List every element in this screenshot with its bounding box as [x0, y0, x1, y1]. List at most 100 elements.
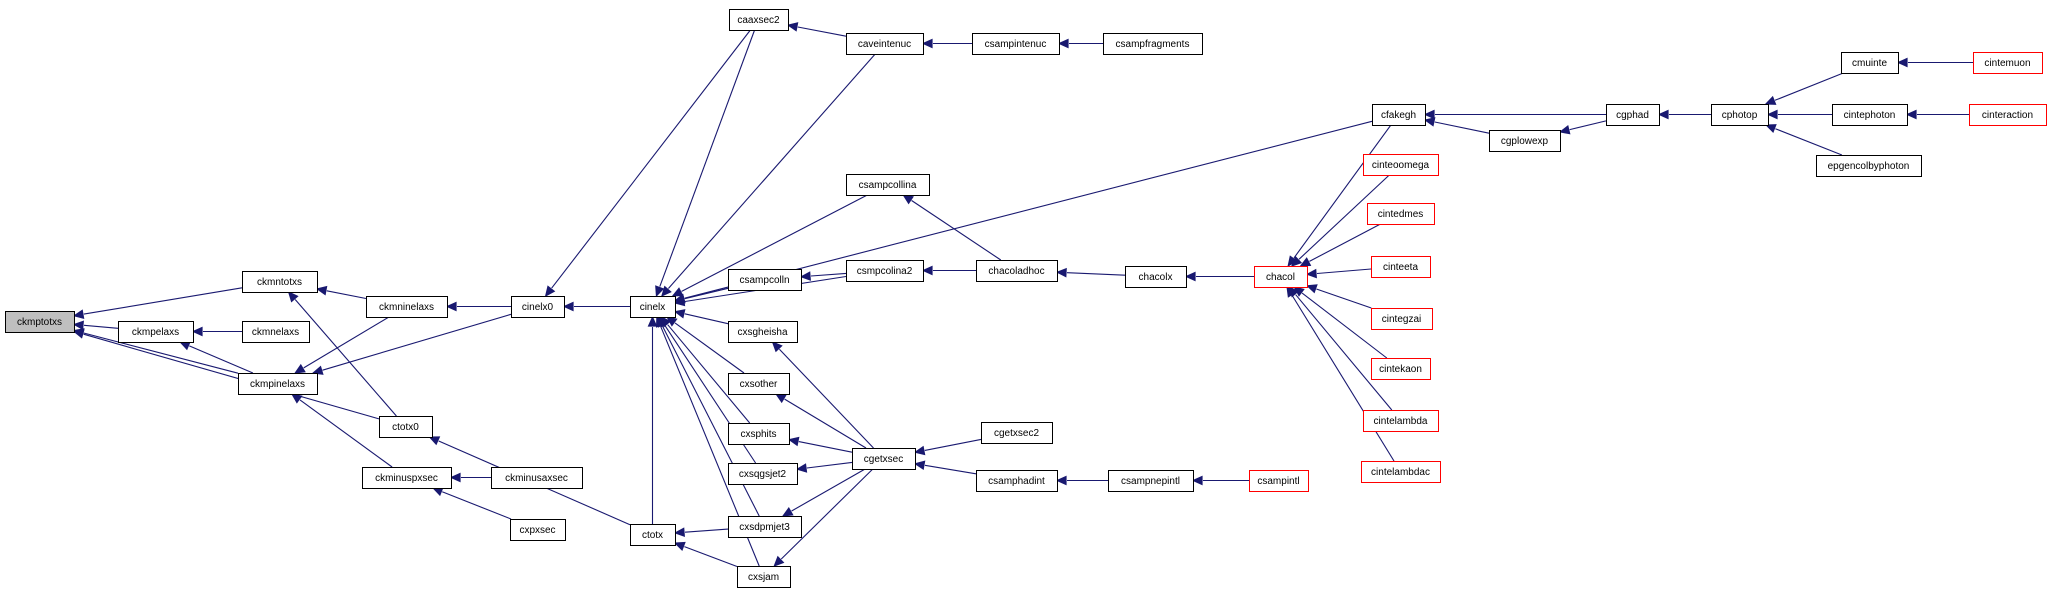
arrowhead — [655, 285, 665, 298]
node-box — [1841, 52, 1899, 74]
node-box — [366, 296, 448, 318]
node-cinelx[interactable]: cinelx — [630, 296, 676, 318]
arrowhead — [1305, 268, 1317, 279]
node-csampintl[interactable]: csampintl — [1249, 470, 1309, 492]
node-ckmntotxs[interactable]: ckmntotxs — [242, 271, 318, 293]
edge-line — [924, 438, 982, 451]
node-box — [1371, 256, 1431, 278]
node-label: ctotx — [642, 530, 663, 541]
node-cxsgheisha[interactable]: cxsgheisha — [728, 321, 798, 343]
node-csampcolln[interactable]: csampcolln — [728, 269, 802, 291]
node-ckmpelaxs[interactable]: ckmpelaxs — [118, 321, 194, 343]
node-cxsother[interactable]: cxsother — [728, 373, 790, 395]
node-box — [846, 33, 924, 55]
node-csampintenuc[interactable]: csampintenuc — [972, 33, 1060, 55]
edge-cinteoomega-to-chacol — [1290, 174, 1390, 267]
node-cxsphits[interactable]: cxsphits — [728, 423, 790, 445]
node-label: cxsqgsjet2 — [739, 469, 787, 480]
node-cgetxsec[interactable]: cgetxsec — [852, 448, 916, 470]
arrowhead — [795, 463, 808, 473]
arrowhead — [673, 527, 685, 538]
arrowhead — [449, 472, 461, 483]
edge-cfakegh-to-chacol — [1287, 124, 1392, 267]
node-box — [1816, 155, 1922, 177]
node-cinelx0[interactable]: cinelx0 — [511, 296, 565, 318]
node-box — [1367, 203, 1435, 225]
edge-caaxsec2-to-cinelx — [655, 29, 756, 298]
edge-ckmnelaxs-to-ckmpelaxs — [191, 326, 242, 337]
node-box — [976, 260, 1058, 282]
node-cxsqgsjet2[interactable]: cxsqgsjet2 — [728, 463, 798, 485]
node-chacolx[interactable]: chacolx — [1125, 266, 1187, 288]
node-cintekaon[interactable]: cintekaon — [1371, 358, 1431, 380]
edge-chacoladhoc-to-csampcollina — [902, 194, 1002, 261]
node-epgencolbyphoton[interactable]: epgencolbyphoton — [1816, 155, 1922, 177]
node-ckmninelaxs[interactable]: ckmninelaxs — [366, 296, 448, 318]
node-caaxsec2[interactable]: caaxsec2 — [729, 9, 789, 31]
node-cintelambda[interactable]: cintelambda — [1363, 410, 1439, 432]
node-ckmptotxs[interactable]: ckmptotxs — [5, 311, 75, 333]
node-ckmpinelaxs[interactable]: ckmpinelaxs — [238, 373, 318, 395]
node-chacol[interactable]: chacol — [1254, 266, 1308, 288]
node-cintedmes[interactable]: cintedmes — [1367, 203, 1435, 225]
edge-cgetxsec2-to-cgetxsec — [913, 438, 982, 456]
node-label: cintelambdac — [1371, 467, 1430, 478]
node-cxsjam[interactable]: cxsjam — [737, 566, 791, 588]
node-cfakegh[interactable]: cfakegh — [1372, 104, 1426, 126]
node-cinteoomega[interactable]: cinteoomega — [1363, 154, 1439, 176]
edge-line — [1774, 72, 1844, 101]
edge-line — [798, 441, 853, 453]
node-box — [846, 260, 924, 282]
node-ctotx[interactable]: ctotx — [630, 524, 676, 546]
node-box — [1249, 470, 1309, 492]
node-cintelambdac[interactable]: cintelambdac — [1361, 461, 1441, 483]
node-csamphadint[interactable]: csamphadint — [976, 470, 1058, 492]
node-cintegzai[interactable]: cintegzai — [1371, 308, 1433, 330]
node-chacoladhoc[interactable]: chacoladhoc — [976, 260, 1058, 282]
node-ctotx0[interactable]: ctotx0 — [379, 416, 433, 438]
node-box — [1108, 470, 1194, 492]
node-box — [491, 467, 583, 489]
node-csampfragments[interactable]: csampfragments — [1103, 33, 1203, 55]
arrowhead — [902, 194, 914, 205]
edge-line — [684, 120, 1373, 299]
edge-line — [551, 29, 751, 289]
edge-line — [806, 461, 853, 469]
node-cgplowexp[interactable]: cgplowexp — [1489, 130, 1561, 152]
node-csampcollina[interactable]: csampcollina — [846, 174, 930, 196]
node-cintemuon[interactable]: cintemuon — [1973, 52, 2043, 74]
arrowhead — [562, 301, 574, 312]
edge-line — [83, 332, 239, 374]
node-csmpcolina2[interactable]: csmpcolina2 — [846, 260, 924, 282]
edge-line — [661, 325, 760, 517]
node-box — [981, 422, 1053, 444]
arrowhead — [913, 460, 926, 471]
node-ckminuspxsec[interactable]: ckminuspxsec — [362, 467, 452, 489]
arrowhead — [1305, 284, 1318, 294]
node-cgphad[interactable]: cgphad — [1606, 104, 1660, 126]
edge-line — [1775, 128, 1843, 156]
node-cintephoton[interactable]: cintephoton — [1832, 104, 1908, 126]
edge-cinelx-to-cinelx0 — [562, 301, 630, 312]
node-cxsdpmjet3[interactable]: cxsdpmjet3 — [728, 516, 802, 538]
node-cphotop[interactable]: cphotop — [1711, 104, 1769, 126]
node-cinteeta[interactable]: cinteeta — [1371, 256, 1431, 278]
node-label: csmpcolina2 — [857, 266, 913, 277]
node-ckmnelaxs[interactable]: ckmnelaxs — [242, 321, 310, 343]
edge-ckminuspxsec-to-ckmpinelaxs — [290, 393, 393, 468]
node-cinteraction[interactable]: cinteraction — [1969, 104, 2047, 126]
node-csampnepintl[interactable]: csampnepintl — [1108, 470, 1194, 492]
edge-caveintenuc-to-caaxsec2 — [786, 22, 847, 37]
edge-cgphad-to-cgplowexp — [1558, 120, 1607, 135]
node-ckminusaxsec[interactable]: ckminusaxsec — [491, 467, 583, 489]
arrowhead — [786, 22, 799, 32]
node-cxpxsec[interactable]: cxpxsec — [510, 519, 566, 541]
arrowhead — [655, 315, 666, 328]
node-label: cxsdpmjet3 — [739, 522, 790, 533]
arrowhead — [1286, 285, 1297, 298]
edge-cgetxsec-to-cxsdpmjet3 — [781, 468, 866, 517]
node-cmuinte[interactable]: cmuinte — [1841, 52, 1899, 74]
node-caveintenuc[interactable]: caveintenuc — [846, 33, 924, 55]
edge-line — [684, 546, 738, 568]
node-cgetxsec2[interactable]: cgetxsec2 — [981, 422, 1053, 444]
